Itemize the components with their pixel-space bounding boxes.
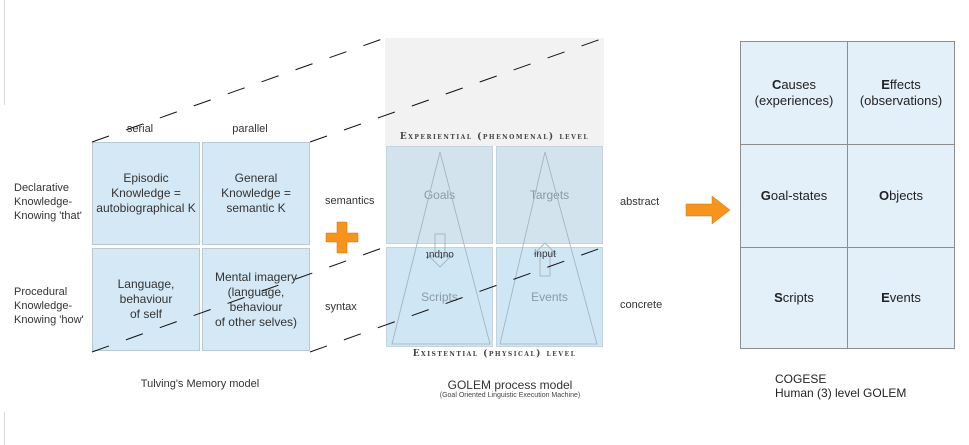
cogese-cell-objects: Objects: [847, 144, 955, 248]
column-header-parallel: parallel: [232, 123, 268, 135]
input-arrow-icon: [532, 242, 558, 277]
golem-cell-label: Events: [531, 290, 568, 304]
caption-tulving: Tulving's Memory model: [140, 378, 260, 390]
cell-line: semantic K: [226, 201, 286, 215]
edge-marker: [4, 412, 5, 445]
existential-level-label: Existential (physical) level: [412, 349, 577, 359]
cell-language-behaviour-self: Language, behaviour of self: [92, 248, 200, 351]
cogese-cell-events: Events: [847, 247, 955, 349]
cell-mental-imagery: Mental imagery (language, behaviour of o…: [202, 248, 310, 351]
cell-episodic-knowledge: Episodic Knowledge = autobiographical K: [92, 142, 200, 245]
cell-line: Episodic: [123, 171, 169, 185]
dashed-line-top-right: [309, 37, 605, 143]
edge-marker: [4, 0, 5, 105]
triangle-left: [391, 151, 491, 345]
row-header-line: Knowing 'that': [14, 210, 82, 222]
row-header-line: Knowledge-: [14, 196, 73, 208]
caption-cogese: COGESE Human (3) level GOLEM: [775, 372, 906, 400]
experiential-background: [385, 38, 604, 146]
cell-line: of self: [129, 307, 162, 321]
triangle-right: [499, 151, 598, 345]
cell-line: of other selves): [214, 314, 298, 329]
input-label: input: [534, 249, 556, 260]
cell-word: vents: [889, 290, 921, 305]
row-header-line: Knowing 'how': [14, 314, 84, 326]
cell-line: Knowledge =: [111, 186, 181, 200]
cell-initial: C: [771, 77, 782, 92]
label-syntax: syntax: [325, 301, 357, 313]
cell-initial: G: [760, 188, 771, 203]
dashed-line-bottom: [91, 246, 386, 353]
dashed-line-top: [91, 37, 386, 143]
row-header-procedural: Procedural Knowledge- Knowing 'how': [14, 285, 92, 327]
cell-line: (language, behaviour: [227, 284, 285, 314]
cell-subtitle: (observations): [859, 93, 943, 108]
cell-general-knowledge: General Knowledge = semantic K: [202, 142, 310, 245]
cell-line: General: [234, 171, 278, 185]
cogese-cell-causes: Causes (experiences): [740, 41, 848, 145]
label-concrete: concrete: [620, 299, 663, 311]
cell-line: Mental imagery: [214, 269, 298, 284]
golem-cell-targets: Targets: [496, 146, 603, 244]
cogese-cell-scripts: Scripts: [740, 247, 848, 349]
dashed-line-bottom-right: [309, 246, 605, 353]
cell-initial: E: [881, 290, 890, 305]
cell-line: autobiographical K: [96, 201, 196, 215]
cell-word: bjects: [889, 188, 924, 203]
cell-word: auses: [781, 77, 817, 92]
caption-cogese-title: COGESE: [775, 372, 827, 386]
cell-initial: E: [881, 77, 890, 92]
cell-initial: S: [774, 290, 783, 305]
label-abstract: abstract: [620, 196, 660, 208]
cell-word: ffects: [889, 77, 921, 92]
output-arrow-icon: [427, 233, 453, 268]
label-semantics: semantics: [325, 195, 375, 207]
row-header-line: Procedural: [14, 286, 68, 298]
caption-golem-subtitle: (Goal Oriented Linguistic Execution Mach…: [439, 392, 581, 399]
cogese-cell-goal-states: Goal-states: [740, 144, 848, 248]
golem-cell-goals: Goals: [386, 146, 493, 244]
row-header-declarative: Declarative Knowledge- Knowing 'that': [14, 181, 92, 223]
cogese-cell-effects: Effects (observations): [847, 41, 955, 145]
row-header-line: Declarative: [14, 182, 70, 194]
row-header-line: Knowledge-: [14, 300, 73, 312]
cell-word: cripts: [782, 290, 814, 305]
cell-subtitle: (experiences): [754, 93, 834, 108]
cell-line: Knowledge =: [221, 186, 291, 200]
cell-word: oal-states: [770, 188, 828, 203]
golem-cell-label: Targets: [529, 188, 570, 202]
caption-golem-title: GOLEM process model: [447, 378, 573, 392]
caption-cogese-subtitle: Human (3) level GOLEM: [775, 386, 907, 400]
column-header-serial: serial: [126, 123, 154, 135]
cell-line: Language, behaviour: [117, 277, 175, 306]
cell-initial: O: [878, 188, 890, 203]
golem-cell-label: Scripts: [421, 290, 458, 304]
experiential-level-label: Experiential (phenomenal) level: [399, 132, 590, 142]
golem-cell-label: Goals: [423, 188, 456, 202]
